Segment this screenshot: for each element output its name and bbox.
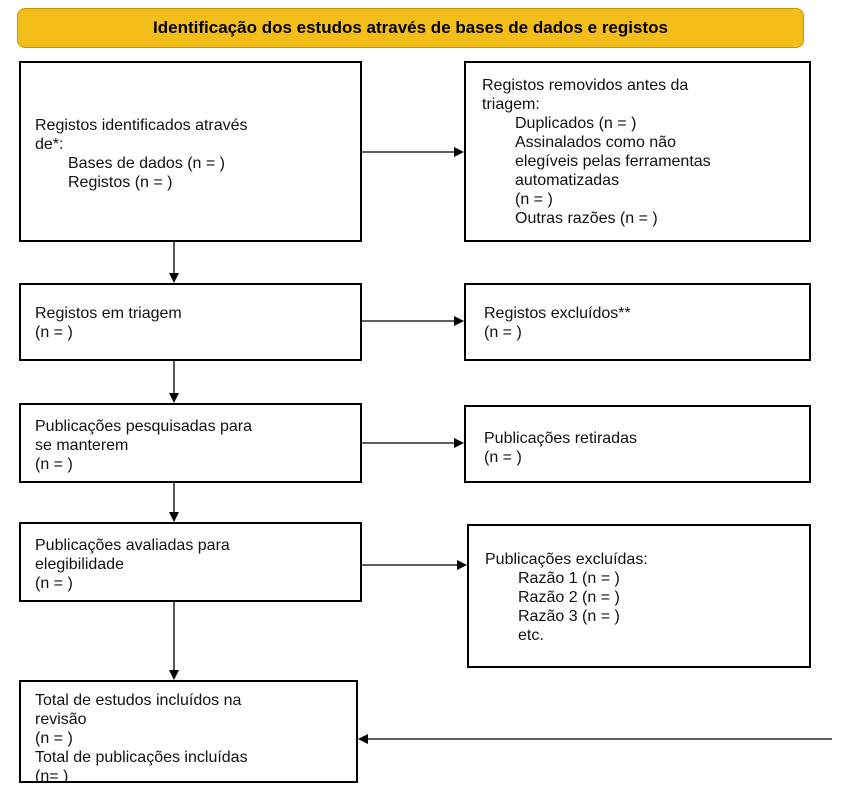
text-line: Duplicados (n = ) bbox=[515, 115, 637, 132]
box-reports-not-retrieved: Publicações retiradas (n = ) bbox=[464, 405, 811, 483]
text-line: Razão 1 (n = ) bbox=[518, 570, 620, 587]
text-line: Razão 3 (n = ) bbox=[518, 608, 620, 625]
text-line: Razão 2 (n = ) bbox=[518, 589, 620, 606]
text-line: revisão bbox=[35, 711, 87, 728]
text-line: Outras razões (n = ) bbox=[515, 210, 658, 227]
text-line: elegibilidade bbox=[35, 556, 124, 573]
text-line: Bases de dados (n = ) bbox=[68, 155, 225, 172]
text-line: Registos removidos antes da bbox=[482, 77, 689, 94]
text-line: automatizadas bbox=[515, 172, 620, 189]
box-reports-excluded: Publicações excluídas: Razão 1 (n = ) Ra… bbox=[467, 524, 811, 668]
text-line: Registos identificados através bbox=[35, 117, 248, 134]
box-studies-included: Total de estudos incluídos na revisão (n… bbox=[19, 680, 358, 783]
box-records-screened: Registos em triagem (n = ) bbox=[19, 283, 362, 361]
text-line: Registos excluídos** bbox=[484, 305, 631, 322]
text-line: Publicações avaliadas para bbox=[35, 537, 230, 554]
text-line: Total de publicações incluídas bbox=[35, 749, 248, 766]
text-line: Publicações pesquisadas para bbox=[35, 418, 253, 435]
text-line: (n = ) bbox=[35, 324, 73, 341]
text-line: etc. bbox=[518, 627, 544, 644]
header-title: Identificação dos estudos através de bas… bbox=[153, 18, 668, 37]
text-line: Publicações retiradas bbox=[484, 430, 637, 447]
text-line: (n= ) bbox=[35, 768, 69, 783]
text-line: de*: bbox=[35, 136, 64, 153]
text-line: Publicações excluídas: bbox=[485, 551, 648, 568]
text-line: (n = ) bbox=[35, 575, 73, 592]
box-reports-assessed: Publicações avaliadas para elegibilidade… bbox=[19, 522, 362, 602]
text-line: (n = ) bbox=[35, 730, 73, 747]
text-line: Assinalados como não bbox=[515, 134, 676, 151]
text-line: (n = ) bbox=[484, 449, 522, 466]
text-line: triagem: bbox=[482, 96, 540, 113]
text-line: se manterem bbox=[35, 437, 129, 454]
text-line: (n = ) bbox=[484, 324, 522, 341]
box-records-excluded: Registos excluídos** (n = ) bbox=[464, 283, 811, 361]
text-line: (n = ) bbox=[35, 456, 73, 473]
text-line: Total de estudos incluídos na bbox=[35, 692, 242, 709]
box-records-removed: Registos removidos antes da triagem: Dup… bbox=[464, 61, 811, 242]
box-reports-sought: Publicações pesquisadas para se manterem… bbox=[19, 403, 362, 483]
text-line: Registos (n = ) bbox=[68, 174, 173, 191]
text-line: (n = ) bbox=[515, 191, 553, 208]
text-line: elegíveis pelas ferramentas bbox=[515, 153, 711, 170]
box-records-identified: Registos identificados através de*: Base… bbox=[19, 61, 362, 242]
text-line: Registos em triagem bbox=[35, 305, 182, 322]
header-banner: Identificação dos estudos através de bas… bbox=[17, 8, 804, 48]
